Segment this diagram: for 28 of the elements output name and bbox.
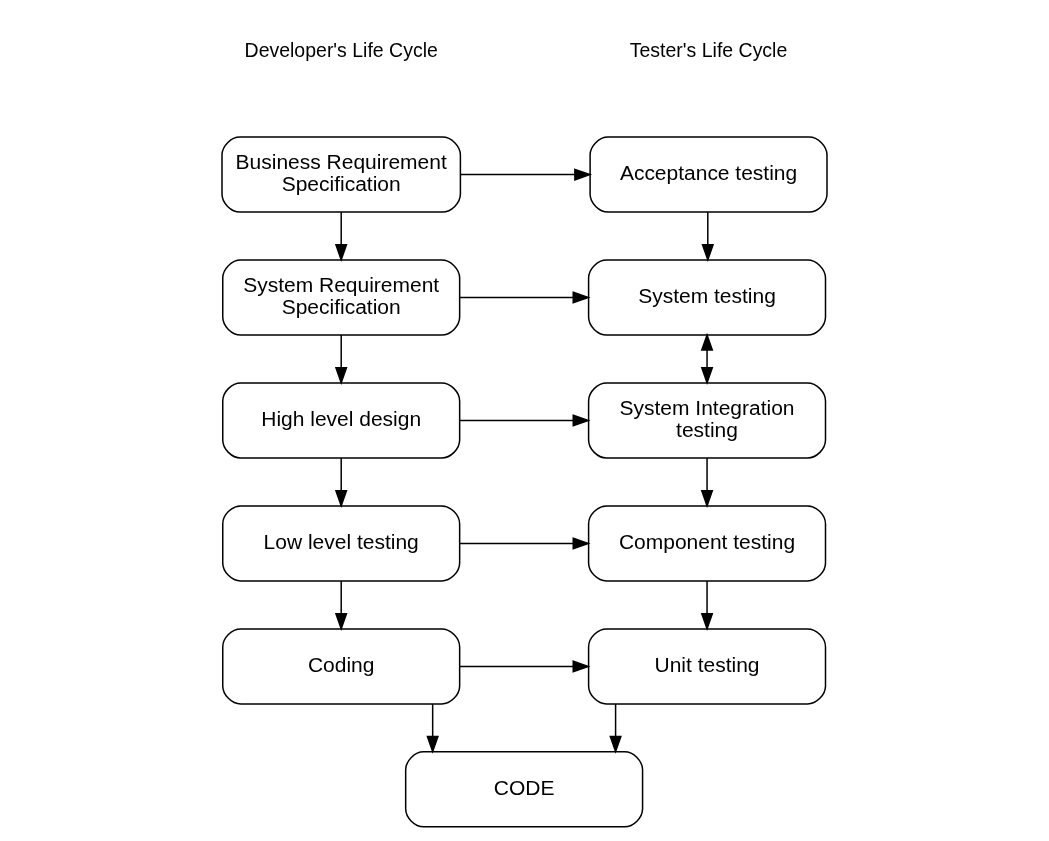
arrow bbox=[700, 580, 714, 631]
arrow bbox=[459, 291, 591, 304]
arrow bbox=[609, 703, 622, 754]
arrow bbox=[426, 703, 439, 754]
node-box: System Integration testing bbox=[587, 382, 827, 459]
arrow bbox=[701, 211, 715, 263]
node-box: Coding bbox=[222, 628, 461, 705]
node-box: Low level testing bbox=[222, 505, 461, 582]
arrow bbox=[459, 168, 593, 181]
arrow bbox=[700, 457, 714, 508]
arrow bbox=[459, 537, 591, 550]
label: Developer's Life Cycle bbox=[244, 38, 438, 61]
arrow bbox=[334, 457, 348, 508]
arrow bbox=[334, 211, 348, 263]
node-box: System Requirement Specification bbox=[222, 259, 461, 336]
arrow bbox=[700, 332, 714, 386]
node-box: High level design bbox=[222, 382, 461, 459]
node-box: Acceptance testing bbox=[589, 136, 828, 213]
node-box: Component testing bbox=[587, 505, 827, 582]
node-box: Business Requirement Specification bbox=[221, 136, 462, 213]
arrow bbox=[459, 414, 591, 427]
arrow bbox=[459, 660, 591, 673]
node-box: CODE bbox=[404, 751, 644, 828]
node-box: Unit testing bbox=[587, 628, 827, 705]
arrow bbox=[334, 334, 348, 386]
node-box: System testing bbox=[587, 259, 827, 336]
arrow bbox=[334, 580, 348, 631]
label: Tester's Life Cycle bbox=[629, 38, 788, 61]
